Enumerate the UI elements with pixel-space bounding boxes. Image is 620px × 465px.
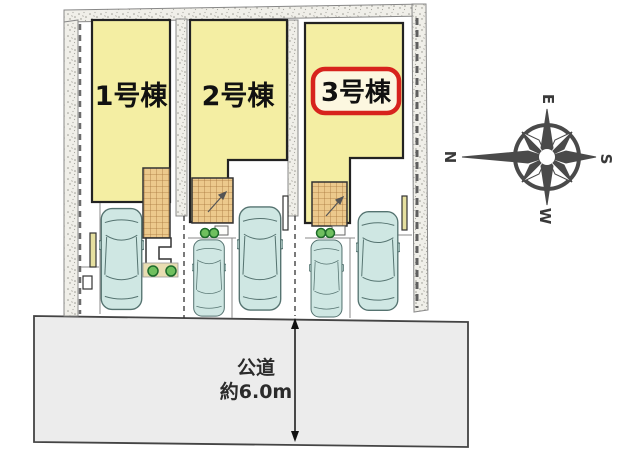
car-lot3-small (309, 239, 344, 318)
plant-icon (147, 265, 159, 277)
utility-box-1 (82, 275, 93, 290)
road-area (33, 315, 469, 448)
building-3-highlight-box (310, 66, 402, 116)
compass-rose: N E S W (441, 94, 615, 225)
building-2-footprint (188, 18, 289, 224)
car-lot3-large (356, 211, 400, 311)
building-1-label: 1号棟 (95, 81, 169, 112)
compass-center (539, 149, 555, 165)
plant-icon (324, 227, 336, 239)
boundary-lot1-lot2 (175, 18, 188, 217)
terrace-3 (311, 181, 348, 227)
terrace-stair-arrows (207, 190, 345, 217)
car-lot2-large (237, 206, 283, 311)
plants (147, 227, 336, 277)
car-lot2-small (192, 239, 226, 317)
compass-label-e: E (539, 94, 557, 104)
building-3-label: 3号棟 (321, 78, 392, 108)
car-lot1 (99, 207, 144, 311)
boundary-lot2-lot3 (287, 19, 299, 217)
boundary-right (411, 3, 429, 313)
compass-label-s: S (597, 154, 615, 165)
compass-label-n: N (441, 151, 459, 164)
building-2-label: 2号棟 (202, 81, 276, 112)
boundary-left (63, 19, 79, 317)
site-boundary (63, 3, 429, 317)
plant-icon (208, 227, 220, 239)
plant-icon (165, 265, 177, 277)
compass-label-w: W (536, 208, 554, 225)
road-name-label: 公道 (237, 356, 275, 379)
plant-icon (199, 227, 211, 239)
fence-bar-2 (282, 195, 289, 231)
road-width-label: 約6.0m (220, 380, 292, 403)
fence-bar-1 (89, 232, 97, 268)
road-width-arrow (291, 318, 299, 442)
fence-bar-3 (401, 195, 408, 231)
plant-icon (315, 227, 327, 239)
terrace-1 (142, 167, 171, 239)
terrace-2 (191, 177, 234, 224)
